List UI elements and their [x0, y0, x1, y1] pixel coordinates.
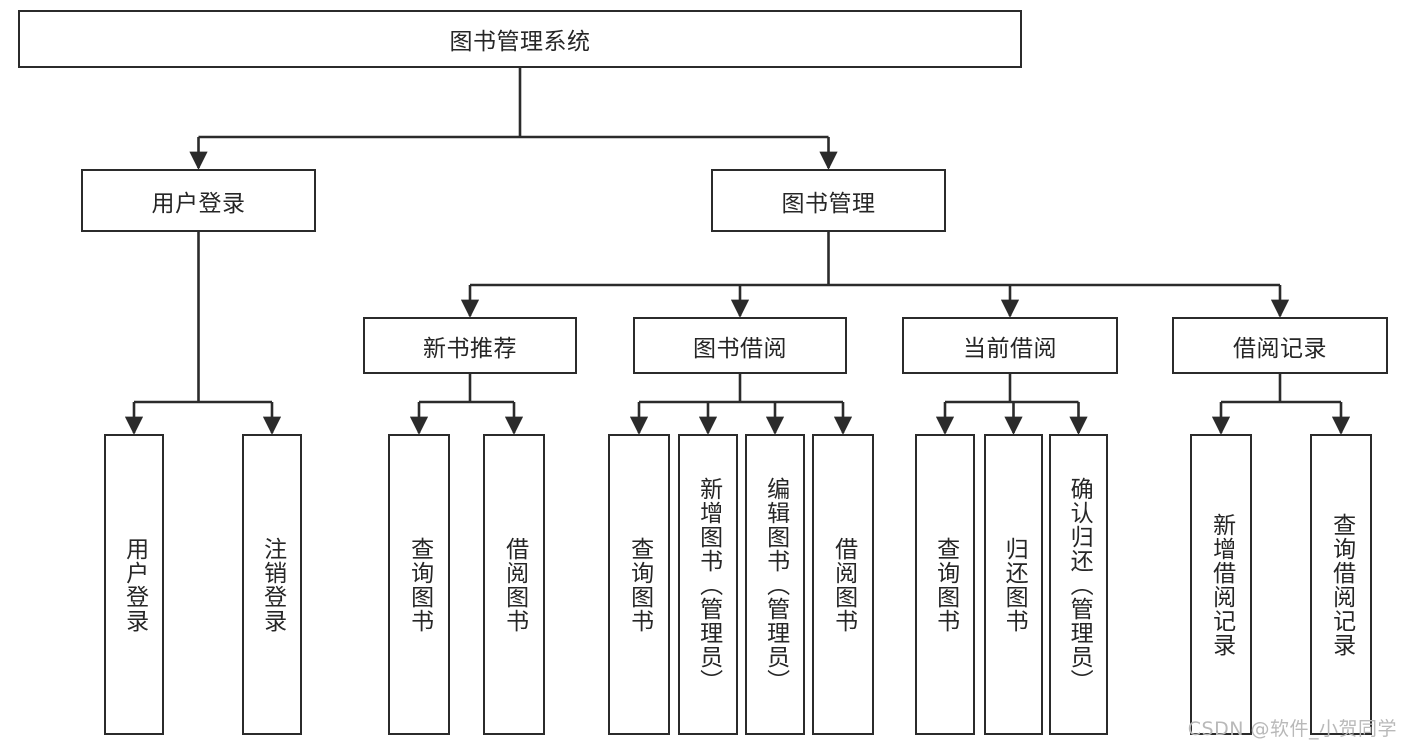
node-leaf-query-book-1[interactable]: 查询图书 — [388, 434, 450, 735]
node-label: 新增借阅记录 — [1208, 512, 1235, 657]
node-leaf-return-book[interactable]: 归还图书 — [984, 434, 1043, 735]
node-leaf-query-book-3[interactable]: 查询图书 — [915, 434, 975, 735]
node-leaf-user-login[interactable]: 用户登录 — [104, 434, 164, 735]
node-label: 归还图书 — [1001, 536, 1028, 633]
node-leaf-confirm-return[interactable]: 确认归还（管理员） — [1049, 434, 1108, 735]
node-current-borrow[interactable]: 当前借阅 — [902, 317, 1118, 374]
node-leaf-borrow-book-1[interactable]: 借阅图书 — [483, 434, 545, 735]
node-new-book-rec[interactable]: 新书推荐 — [363, 317, 577, 374]
node-label: 新增图书（管理员） — [695, 476, 722, 693]
node-label: 图书借阅 — [693, 335, 787, 362]
node-label: 用户登录 — [151, 190, 246, 217]
node-book-borrow[interactable]: 图书借阅 — [633, 317, 847, 374]
node-leaf-query-book-2[interactable]: 查询图书 — [608, 434, 670, 735]
node-label: 当前借阅 — [963, 335, 1057, 362]
node-label: 查询图书 — [626, 536, 653, 633]
node-leaf-user-logout[interactable]: 注销登录 — [242, 434, 302, 735]
node-borrow-record[interactable]: 借阅记录 — [1172, 317, 1388, 374]
node-label: 查询图书 — [932, 536, 959, 633]
watermark: CSDN @软件_小贺同学 — [1187, 718, 1397, 740]
node-leaf-edit-book[interactable]: 编辑图书（管理员） — [745, 434, 805, 735]
node-label: 注销登录 — [259, 536, 286, 633]
node-label: 图书管理 — [781, 190, 876, 217]
node-leaf-add-record[interactable]: 新增借阅记录 — [1190, 434, 1252, 735]
node-label: 新书推荐 — [423, 335, 517, 362]
node-root[interactable]: 图书管理系统 — [18, 10, 1022, 68]
node-label: 查询图书 — [406, 536, 433, 633]
node-label: 编辑图书（管理员） — [762, 476, 789, 693]
node-leaf-borrow-book-2[interactable]: 借阅图书 — [812, 434, 874, 735]
node-label: 用户登录 — [121, 536, 148, 633]
node-user-login[interactable]: 用户登录 — [81, 169, 316, 232]
node-label: 确认归还（管理员） — [1066, 476, 1093, 693]
node-label: 借阅记录 — [1233, 335, 1327, 362]
node-leaf-add-book[interactable]: 新增图书（管理员） — [678, 434, 738, 735]
node-label: 查询借阅记录 — [1328, 512, 1355, 657]
node-label: 图书管理系统 — [449, 29, 591, 55]
node-book-manage[interactable]: 图书管理 — [711, 169, 946, 232]
node-label: 借阅图书 — [830, 536, 857, 633]
node-label: 借阅图书 — [501, 536, 528, 633]
node-leaf-query-record[interactable]: 查询借阅记录 — [1310, 434, 1372, 735]
